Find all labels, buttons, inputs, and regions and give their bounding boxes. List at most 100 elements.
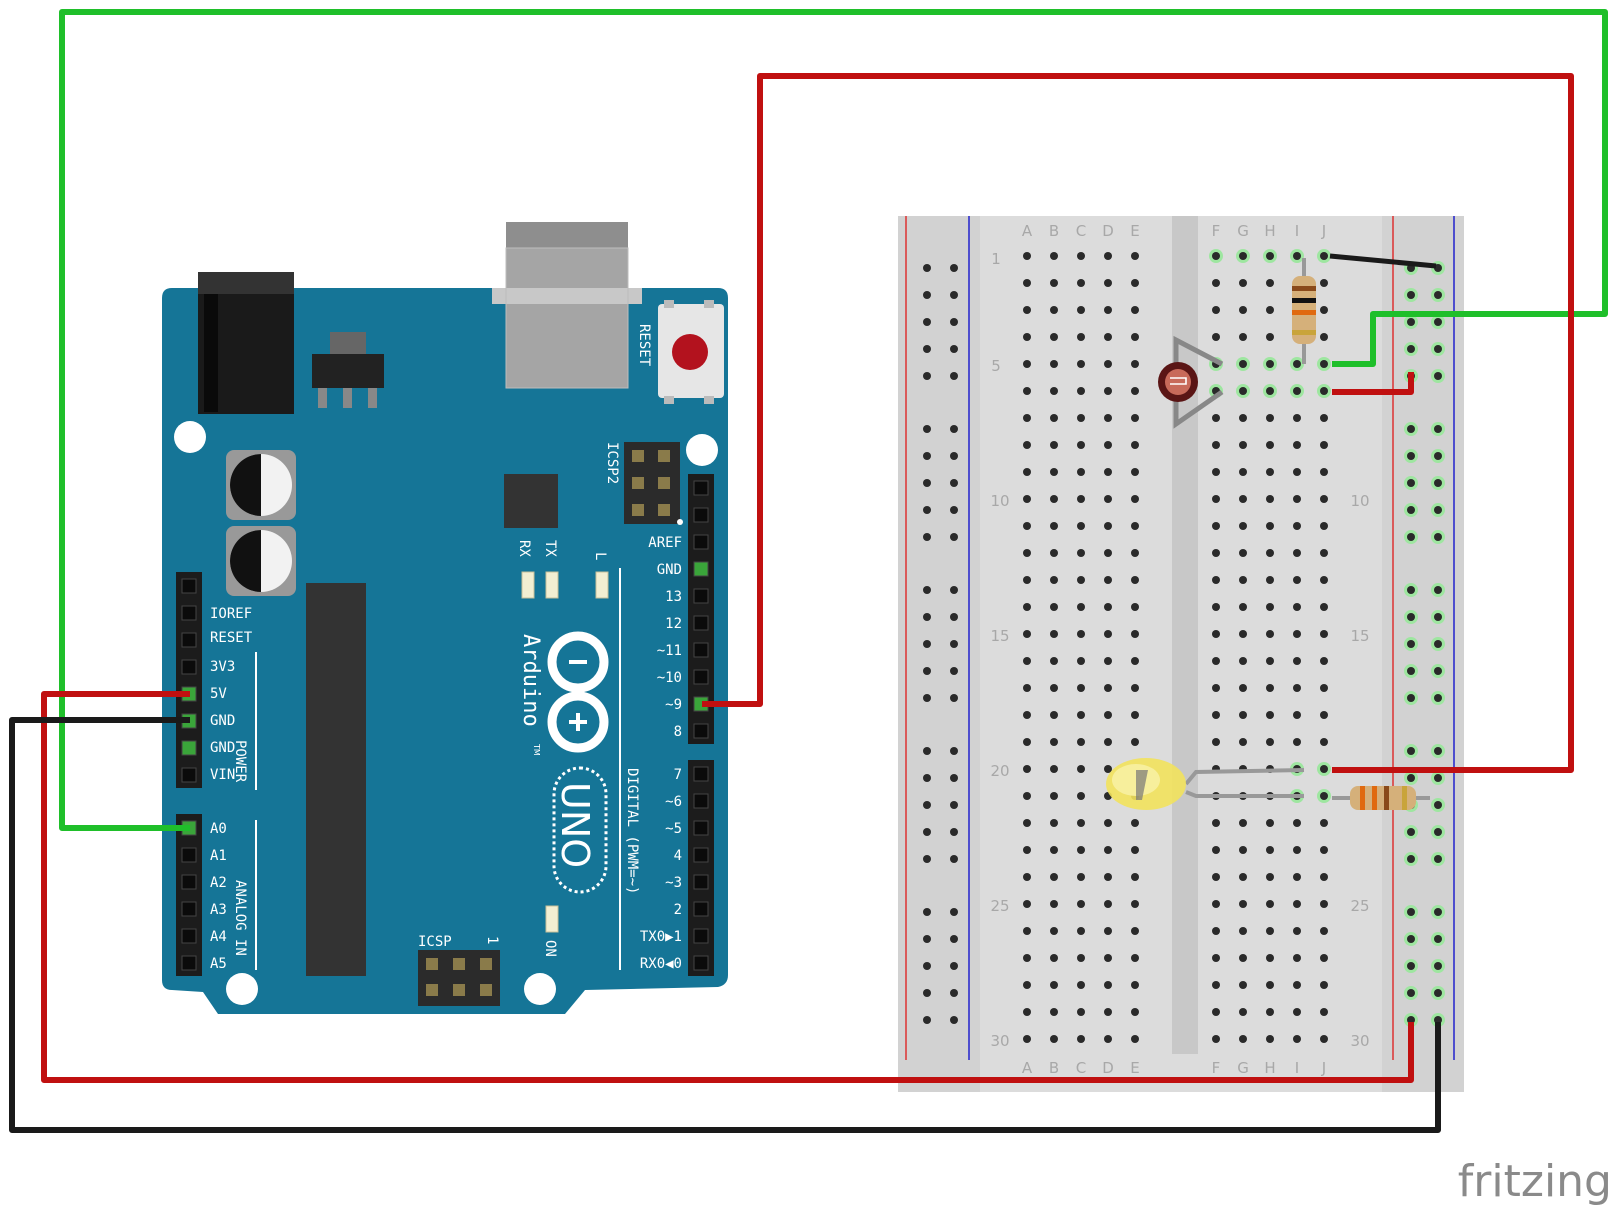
breadboard-hole[interactable]: [1104, 252, 1112, 260]
breadboard-hole[interactable]: [1320, 468, 1328, 476]
breadboard-hole[interactable]: [1050, 819, 1058, 827]
breadboard-hole[interactable]: [1212, 684, 1220, 692]
breadboard-hole[interactable]: [1131, 873, 1139, 881]
breadboard-hole[interactable]: [1239, 333, 1247, 341]
breadboard-hole[interactable]: [1131, 954, 1139, 962]
power-pin-socket[interactable]: [181, 659, 197, 675]
breadboard-hole[interactable]: [950, 533, 958, 541]
power-pin-socket[interactable]: [181, 632, 197, 648]
breadboard-hole[interactable]: [1104, 603, 1112, 611]
breadboard-hole[interactable]: [1434, 801, 1442, 809]
breadboard-hole[interactable]: [1407, 989, 1415, 997]
breadboard-hole[interactable]: [1434, 694, 1442, 702]
breadboard-hole[interactable]: [923, 855, 931, 863]
digital-pin-socket[interactable]: [693, 820, 709, 836]
breadboard-hole[interactable]: [1320, 522, 1328, 530]
breadboard-hole[interactable]: [1131, 711, 1139, 719]
breadboard-hole[interactable]: [1320, 981, 1328, 989]
breadboard-hole[interactable]: [1050, 657, 1058, 665]
breadboard-hole[interactable]: [950, 372, 958, 380]
breadboard-hole[interactable]: [1293, 684, 1301, 692]
breadboard-hole[interactable]: [1293, 522, 1301, 530]
breadboard-hole[interactable]: [1104, 630, 1112, 638]
breadboard-hole[interactable]: [1266, 522, 1274, 530]
breadboard-hole[interactable]: [1320, 1035, 1328, 1043]
digital-pin-socket[interactable]: [693, 955, 709, 971]
breadboard-hole[interactable]: [1239, 738, 1247, 746]
breadboard-hole[interactable]: [1434, 586, 1442, 594]
breadboard-hole[interactable]: [1131, 441, 1139, 449]
breadboard-hole[interactable]: [1077, 630, 1085, 638]
breadboard-hole[interactable]: [1293, 387, 1301, 395]
breadboard-hole[interactable]: [923, 935, 931, 943]
breadboard-hole[interactable]: [1407, 935, 1415, 943]
breadboard-hole[interactable]: [1131, 414, 1139, 422]
breadboard-hole[interactable]: [1239, 549, 1247, 557]
breadboard-hole[interactable]: [1212, 522, 1220, 530]
breadboard-hole[interactable]: [1212, 630, 1220, 638]
breadboard-hole[interactable]: [1320, 819, 1328, 827]
breadboard-hole[interactable]: [1266, 279, 1274, 287]
breadboard-hole[interactable]: [1293, 414, 1301, 422]
breadboard-hole[interactable]: [1077, 387, 1085, 395]
breadboard-hole[interactable]: [1077, 603, 1085, 611]
breadboard-hole[interactable]: [1293, 576, 1301, 584]
breadboard-hole[interactable]: [1293, 1008, 1301, 1016]
breadboard-hole[interactable]: [1050, 279, 1058, 287]
breadboard-hole[interactable]: [923, 372, 931, 380]
breadboard-hole[interactable]: [950, 318, 958, 326]
power-pin-socket[interactable]: [181, 767, 197, 783]
breadboard-hole[interactable]: [923, 747, 931, 755]
breadboard-hole[interactable]: [1320, 252, 1328, 260]
breadboard-hole[interactable]: [1320, 306, 1328, 314]
breadboard-hole[interactable]: [1320, 387, 1328, 395]
breadboard-hole[interactable]: [950, 586, 958, 594]
breadboard-hole[interactable]: [1050, 522, 1058, 530]
digital-pin-socket[interactable]: [693, 588, 709, 604]
breadboard-hole[interactable]: [1104, 495, 1112, 503]
breadboard-hole[interactable]: [1077, 441, 1085, 449]
breadboard-hole[interactable]: [1050, 630, 1058, 638]
breadboard-hole[interactable]: [923, 801, 931, 809]
breadboard-hole[interactable]: [1212, 981, 1220, 989]
breadboard-hole[interactable]: [1104, 873, 1112, 881]
breadboard-hole[interactable]: [923, 318, 931, 326]
digital-pin-socket[interactable]: [693, 669, 709, 685]
breadboard-hole[interactable]: [1239, 630, 1247, 638]
breadboard-hole[interactable]: [1320, 333, 1328, 341]
breadboard-hole[interactable]: [1050, 684, 1058, 692]
breadboard-hole[interactable]: [1293, 630, 1301, 638]
breadboard-hole[interactable]: [1239, 441, 1247, 449]
breadboard-hole[interactable]: [1239, 927, 1247, 935]
breadboard-hole[interactable]: [1023, 684, 1031, 692]
breadboard-hole[interactable]: [950, 506, 958, 514]
breadboard-hole[interactable]: [1077, 684, 1085, 692]
breadboard-hole[interactable]: [1023, 333, 1031, 341]
breadboard-hole[interactable]: [950, 640, 958, 648]
breadboard-hole[interactable]: [950, 989, 958, 997]
breadboard-hole[interactable]: [1266, 981, 1274, 989]
breadboard-hole[interactable]: [1131, 495, 1139, 503]
breadboard-hole[interactable]: [1050, 576, 1058, 584]
breadboard-hole[interactable]: [923, 506, 931, 514]
breadboard-hole[interactable]: [1023, 711, 1031, 719]
breadboard-hole[interactable]: [1023, 495, 1031, 503]
breadboard-hole[interactable]: [1212, 333, 1220, 341]
breadboard-hole[interactable]: [1077, 819, 1085, 827]
breadboard-hole[interactable]: [1239, 900, 1247, 908]
breadboard-hole[interactable]: [1050, 738, 1058, 746]
breadboard-hole[interactable]: [1320, 630, 1328, 638]
breadboard-hole[interactable]: [1023, 846, 1031, 854]
breadboard-hole[interactable]: [923, 479, 931, 487]
breadboard-hole[interactable]: [1050, 603, 1058, 611]
breadboard-hole[interactable]: [1239, 657, 1247, 665]
digital-pin-socket[interactable]: [693, 793, 709, 809]
breadboard-hole[interactable]: [1407, 291, 1415, 299]
breadboard-hole[interactable]: [1104, 387, 1112, 395]
breadboard-hole[interactable]: [1212, 927, 1220, 935]
breadboard-hole[interactable]: [1023, 252, 1031, 260]
breadboard-hole[interactable]: [1023, 549, 1031, 557]
breadboard-hole[interactable]: [1434, 452, 1442, 460]
breadboard-hole[interactable]: [1077, 468, 1085, 476]
breadboard-hole[interactable]: [1131, 981, 1139, 989]
